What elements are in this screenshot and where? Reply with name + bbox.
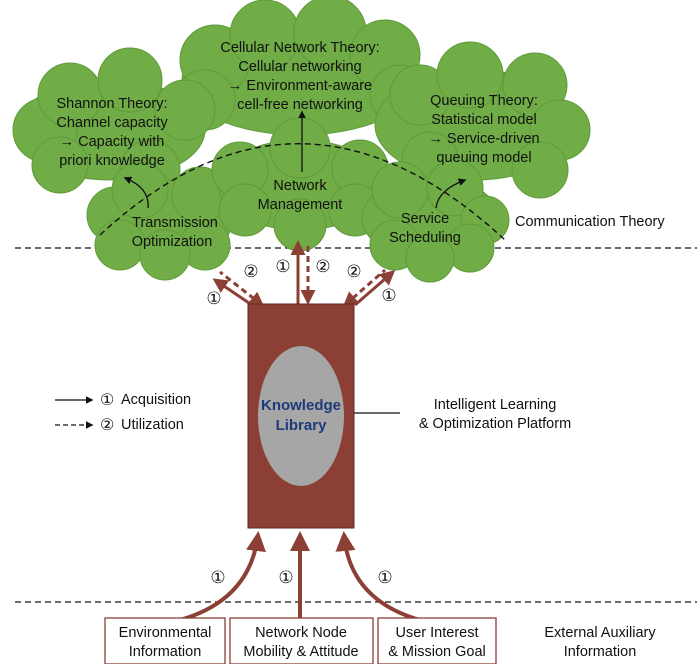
legend-marker-two: ② [100,417,114,434]
source-environment-line-1: Environmental [119,625,212,641]
shannon-line-3: → Capacity with [60,134,165,150]
transmission-line-2: Optimization [132,234,213,250]
external-line-2: Information [564,644,637,660]
queuing-line-3: → Service-driven [428,131,539,147]
marker-one-left: ① [206,289,221,308]
marker-one-right: ① [381,286,396,305]
shannon-line-2: Channel capacity [56,115,168,131]
utilization-arrow-right [342,268,386,307]
root-marker-right: ① [377,568,392,587]
knowledge-line-2: Library [276,417,328,434]
cellular-line-3: → Environment-aware [228,78,372,94]
cellular-line-2: Cellular networking [238,59,361,75]
external-line-1: External Auxiliary [544,625,656,641]
network-line-1: Network [273,178,327,194]
tree-crown [12,0,591,283]
marker-one-center: ① [275,257,290,276]
platform-line-1: Intelligent Learning [434,397,557,413]
acquisition-arrow-left [212,278,253,307]
platform-line-2: & Optimization Platform [419,416,571,432]
knowledge-library-ellipse [258,346,344,486]
service-to-queuing-arrow [435,178,467,209]
source-box-user-interest [377,617,497,664]
legend-marker-one: ① [100,392,114,409]
source-user-line-1: User Interest [396,625,479,641]
shannon-line-1: Shannon Theory: [57,96,168,112]
root-marker-center: ① [278,568,293,587]
source-environment-line-2: Information [129,644,202,660]
marker-two-right: ② [346,262,361,281]
queuing-line-1: Queuing Theory: [430,93,538,109]
legend-acquisition-label: Acquisition [121,392,191,408]
source-network-line-1: Network Node [255,625,347,641]
shannon-line-4: priori knowledge [59,153,165,169]
service-line-2: Scheduling [389,230,461,246]
marker-two-center: ② [315,257,330,276]
transmission-line-1: Transmission [132,215,218,231]
source-box-network-node [229,617,374,664]
knowledge-line-1: Knowledge [261,397,341,414]
queuing-line-4: queuing model [436,150,531,166]
cellular-line-1: Cellular Network Theory: [220,40,379,56]
source-user-line-2: & Mission Goal [388,644,486,660]
service-line-1: Service [401,211,449,227]
marker-two-left: ② [243,262,258,281]
utilization-arrow-left [219,270,265,307]
root-arrow-right [335,531,421,622]
transmission-to-shannon-arrow [123,176,149,209]
queuing-line-2: Statistical model [431,112,537,128]
root-marker-left: ① [210,568,225,587]
root-arrow-left [179,531,266,622]
communication-theory-label: Communication Theory [515,214,665,230]
cellular-line-4: cell-free networking [237,97,363,113]
network-line-2: Management [258,197,343,213]
source-box-environment [104,617,226,664]
legend-utilization-label: Utilization [121,417,184,433]
crown-dashed-arc [99,143,506,241]
acquisition-arrow-right [354,270,396,307]
source-network-line-2: Mobility & Attitude [243,644,358,660]
